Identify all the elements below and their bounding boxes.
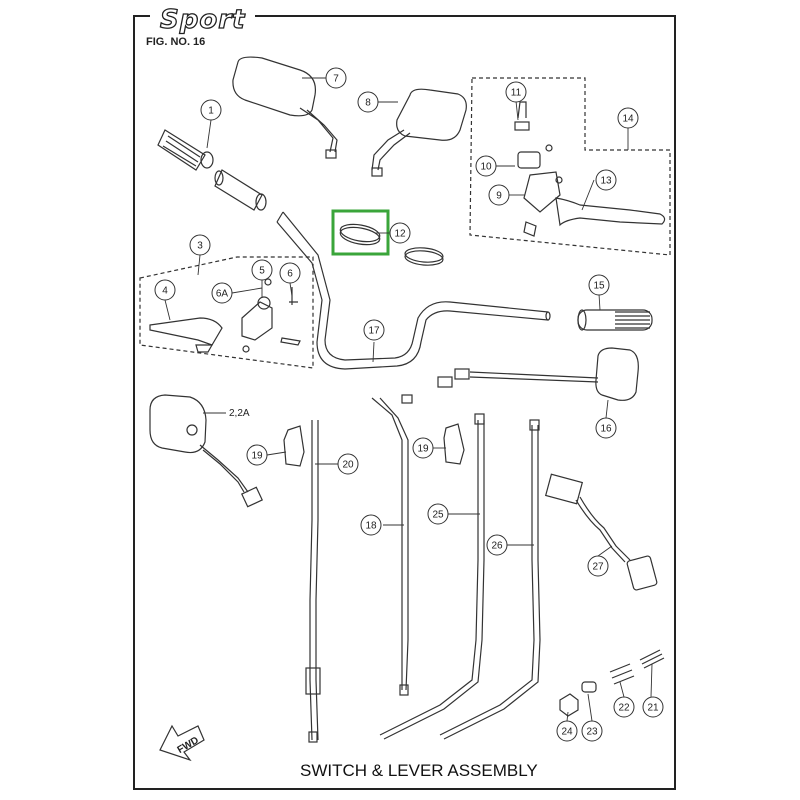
svg-text:6: 6 xyxy=(287,269,293,280)
right-grip xyxy=(577,309,653,331)
callout-27: 27 xyxy=(587,555,609,577)
callout-4: 4 xyxy=(154,279,176,301)
callout-19: 19 xyxy=(246,444,268,466)
svg-text:2,2A: 2,2A xyxy=(229,408,250,419)
svg-text:10: 10 xyxy=(480,162,492,173)
callout-7: 7 xyxy=(325,67,347,89)
left-switch-housing xyxy=(149,394,264,508)
svg-text:23: 23 xyxy=(586,727,598,738)
callout-23: 23 xyxy=(581,720,603,742)
clamp-rings xyxy=(339,223,444,266)
brand-logo: Sport xyxy=(150,4,256,36)
svg-text:24: 24 xyxy=(561,727,573,738)
callout-19: 19 xyxy=(412,437,434,459)
callout-10: 10 xyxy=(475,155,497,177)
svg-text:19: 19 xyxy=(251,451,263,462)
highlight-box xyxy=(331,209,390,256)
small-parts xyxy=(559,649,665,717)
svg-text:7: 7 xyxy=(333,74,339,85)
svg-text:1: 1 xyxy=(208,106,214,117)
right-switch-housing xyxy=(437,347,639,401)
figure-number: FIG. NO. 16 xyxy=(146,36,206,48)
svg-text:18: 18 xyxy=(365,521,377,532)
callout-13: 13 xyxy=(595,169,617,191)
callout-16: 16 xyxy=(595,417,617,439)
cable-26 xyxy=(439,419,541,740)
svg-text:9: 9 xyxy=(496,191,502,202)
cable-boots xyxy=(283,423,465,467)
svg-text:15: 15 xyxy=(593,281,605,292)
diagram-title: SWITCH & LEVER ASSEMBLY xyxy=(300,761,538,780)
cable-20 xyxy=(305,420,321,743)
clutch-lever-assembly xyxy=(149,278,301,353)
svg-text:25: 25 xyxy=(432,510,444,521)
callout-6A: 6A xyxy=(211,282,233,304)
cable-25 xyxy=(379,413,485,740)
clutch-assembly-box xyxy=(139,256,314,369)
svg-text:4: 4 xyxy=(162,286,168,297)
diagram-frame xyxy=(133,15,676,790)
svg-text:3: 3 xyxy=(197,241,203,252)
callout-12: 12 xyxy=(389,222,411,244)
callout-18: 18 xyxy=(360,514,382,536)
brake-master-cylinder xyxy=(514,101,666,237)
callout-5: 5 xyxy=(251,259,273,281)
callout-24: 24 xyxy=(556,720,578,742)
callout-26: 26 xyxy=(486,534,508,556)
callout-8: 8 xyxy=(357,91,379,113)
callout-6: 6 xyxy=(279,262,301,284)
svg-text:26: 26 xyxy=(491,541,503,552)
svg-text:8: 8 xyxy=(365,98,371,109)
brake-switch-sensor xyxy=(544,473,658,591)
svg-text:27: 27 xyxy=(592,562,604,573)
svg-text:22: 22 xyxy=(618,703,630,714)
cable-18 xyxy=(371,394,413,696)
svg-text:12: 12 xyxy=(394,229,406,240)
svg-text:14: 14 xyxy=(622,114,634,125)
callout-20: 20 xyxy=(337,453,359,475)
svg-text:6A: 6A xyxy=(216,289,229,300)
handlebar xyxy=(276,211,551,370)
svg-text:16: 16 xyxy=(600,424,612,435)
callout-25: 25 xyxy=(427,503,449,525)
callout-21: 21 xyxy=(642,696,664,718)
callout-1: 1 xyxy=(200,99,222,121)
left-grip xyxy=(157,129,267,211)
callout-17: 17 xyxy=(363,319,385,341)
svg-text:11: 11 xyxy=(511,88,522,99)
callout-9: 9 xyxy=(488,184,510,206)
svg-text:13: 13 xyxy=(600,176,612,187)
svg-text:5: 5 xyxy=(259,266,265,277)
svg-text:20: 20 xyxy=(342,460,354,471)
svg-text:21: 21 xyxy=(647,703,659,714)
left-mirror xyxy=(232,56,338,159)
callout-14: 14 xyxy=(617,107,639,129)
right-mirror xyxy=(371,88,467,177)
callout-15: 15 xyxy=(588,274,610,296)
fwd-arrow: FWD xyxy=(159,724,205,762)
svg-text:17: 17 xyxy=(368,326,380,337)
callout-3: 3 xyxy=(189,234,211,256)
svg-text:19: 19 xyxy=(417,444,429,455)
callout-group: 1 2,2A 3 4 5 6 6A 7 8 9 10 11 12 13 14 15 16 17 18 19 19 20 21… xyxy=(154,67,664,742)
brake-assembly-box xyxy=(469,77,671,256)
callout-2-2A: 2,2A xyxy=(229,408,250,419)
callout-22: 22 xyxy=(613,696,635,718)
callout-11: 11 xyxy=(505,81,527,103)
